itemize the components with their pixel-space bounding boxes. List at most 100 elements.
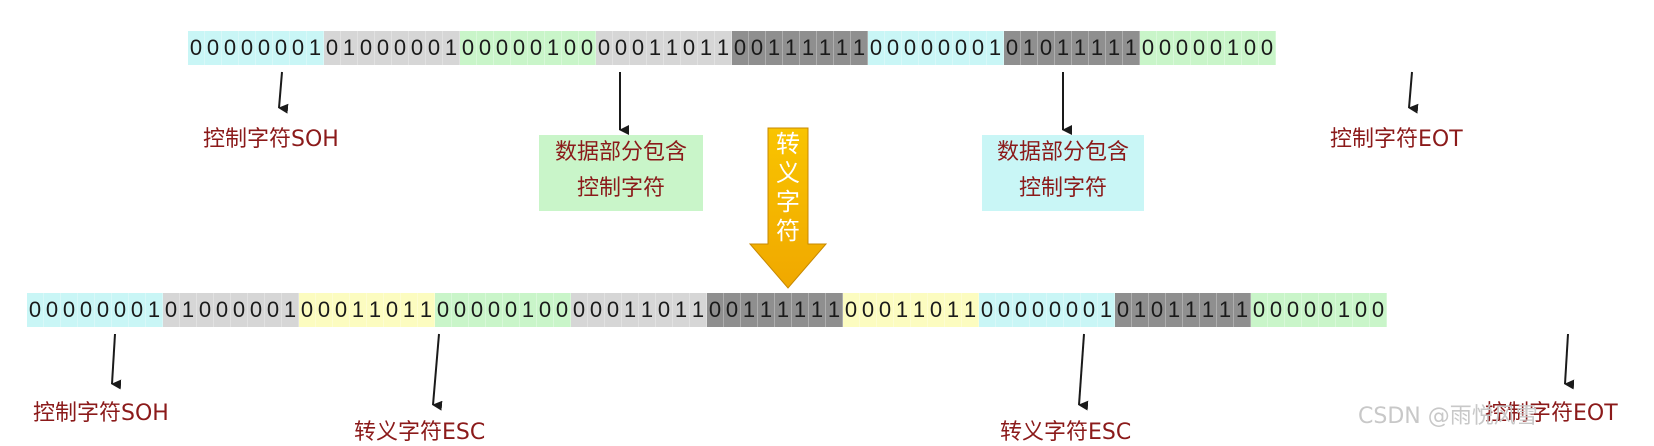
bit: 0 bbox=[460, 31, 477, 65]
escape-character-arrow-label: 转 义 字 符 bbox=[768, 130, 808, 246]
bit: 0 bbox=[630, 31, 647, 65]
bit: 0 bbox=[528, 31, 545, 65]
bit: 0 bbox=[749, 31, 766, 65]
bit: 0 bbox=[197, 293, 214, 327]
bit: 1 bbox=[690, 293, 707, 327]
bit: 1 bbox=[282, 293, 299, 327]
bit: 1 bbox=[401, 293, 418, 327]
bottom-esc-label-2: 转义字符ESC bbox=[1000, 420, 1132, 445]
bit: 0 bbox=[273, 31, 290, 65]
bit: 0 bbox=[469, 293, 486, 327]
bit: 1 bbox=[367, 293, 384, 327]
bit: 1 bbox=[800, 31, 817, 65]
bit: 0 bbox=[1285, 293, 1302, 327]
bottom-esc-label-1: 转义字符ESC bbox=[354, 420, 486, 445]
bit: 0 bbox=[919, 31, 936, 65]
bit: 0 bbox=[970, 31, 987, 65]
bit: 0 bbox=[732, 31, 749, 65]
bit: 1 bbox=[698, 31, 715, 65]
bit: 0 bbox=[452, 293, 469, 327]
bit: 0 bbox=[1302, 293, 1319, 327]
bit: 0 bbox=[596, 31, 613, 65]
bit: 1 bbox=[1098, 293, 1115, 327]
bit: 1 bbox=[341, 31, 358, 65]
bit: 0 bbox=[1157, 31, 1174, 65]
bit: 1 bbox=[1234, 293, 1251, 327]
bit: 1 bbox=[826, 293, 843, 327]
bit: 1 bbox=[783, 31, 800, 65]
bit: 0 bbox=[129, 293, 146, 327]
bit: 0 bbox=[248, 293, 265, 327]
bit: 0 bbox=[61, 293, 78, 327]
top-data-contains-control-label-2: 数据部分包含 控制字符 bbox=[982, 135, 1144, 211]
bit: 0 bbox=[426, 31, 443, 65]
bit: 0 bbox=[95, 293, 112, 327]
bit: 1 bbox=[1217, 293, 1234, 327]
bit: 0 bbox=[1319, 293, 1336, 327]
bit: 0 bbox=[1115, 293, 1132, 327]
bit: 0 bbox=[843, 293, 860, 327]
arrow-top-eot bbox=[1408, 71, 1419, 114]
bit: 1 bbox=[741, 293, 758, 327]
bit: 0 bbox=[571, 293, 588, 327]
bit: 0 bbox=[511, 31, 528, 65]
bit: 1 bbox=[715, 31, 732, 65]
bit: 0 bbox=[1064, 293, 1081, 327]
bit: 0 bbox=[1370, 293, 1387, 327]
bit: 0 bbox=[392, 31, 409, 65]
bit: 1 bbox=[647, 31, 664, 65]
bit: 0 bbox=[1081, 293, 1098, 327]
bit: 1 bbox=[520, 293, 537, 327]
arrow-bottom-esc-2 bbox=[1078, 333, 1089, 411]
bottom-eot-label: 控制字符EOT bbox=[1485, 401, 1618, 426]
bit: 0 bbox=[681, 31, 698, 65]
bit: 0 bbox=[979, 293, 996, 327]
bit: 0 bbox=[27, 293, 44, 327]
arrow-bottom-esc-1 bbox=[432, 333, 443, 411]
bit: 0 bbox=[486, 293, 503, 327]
bit: 0 bbox=[860, 293, 877, 327]
bit: 0 bbox=[1174, 31, 1191, 65]
bit: 0 bbox=[435, 293, 452, 327]
arrow-bottom-soh bbox=[111, 333, 122, 390]
bit: 0 bbox=[188, 31, 205, 65]
bit: 0 bbox=[562, 31, 579, 65]
bit: 1 bbox=[146, 293, 163, 327]
bit: 0 bbox=[78, 293, 95, 327]
bit: 0 bbox=[996, 293, 1013, 327]
bottom-soh-label: 控制字符SOH bbox=[33, 401, 169, 426]
bit: 1 bbox=[307, 31, 324, 65]
top-data-contains-control-line-1: 数据部分包含 bbox=[554, 140, 687, 165]
bit: 1 bbox=[775, 293, 792, 327]
arrow-char-4: 符 bbox=[776, 217, 800, 245]
bit: 1 bbox=[851, 31, 868, 65]
arrow-bottom-eot bbox=[1564, 333, 1575, 390]
bit: 0 bbox=[358, 31, 375, 65]
bit: 1 bbox=[1225, 31, 1242, 65]
top-soh-label: 控制字符SOH bbox=[203, 127, 339, 152]
bit: 0 bbox=[1259, 31, 1276, 65]
bit: 0 bbox=[1047, 293, 1064, 327]
bit: 1 bbox=[911, 293, 928, 327]
bit: 1 bbox=[945, 293, 962, 327]
bit: 0 bbox=[579, 31, 596, 65]
bit: 0 bbox=[163, 293, 180, 327]
bit: 0 bbox=[1004, 31, 1021, 65]
bit: 0 bbox=[409, 31, 426, 65]
bit: 0 bbox=[902, 31, 919, 65]
arrow-char-1: 转 bbox=[776, 130, 800, 158]
